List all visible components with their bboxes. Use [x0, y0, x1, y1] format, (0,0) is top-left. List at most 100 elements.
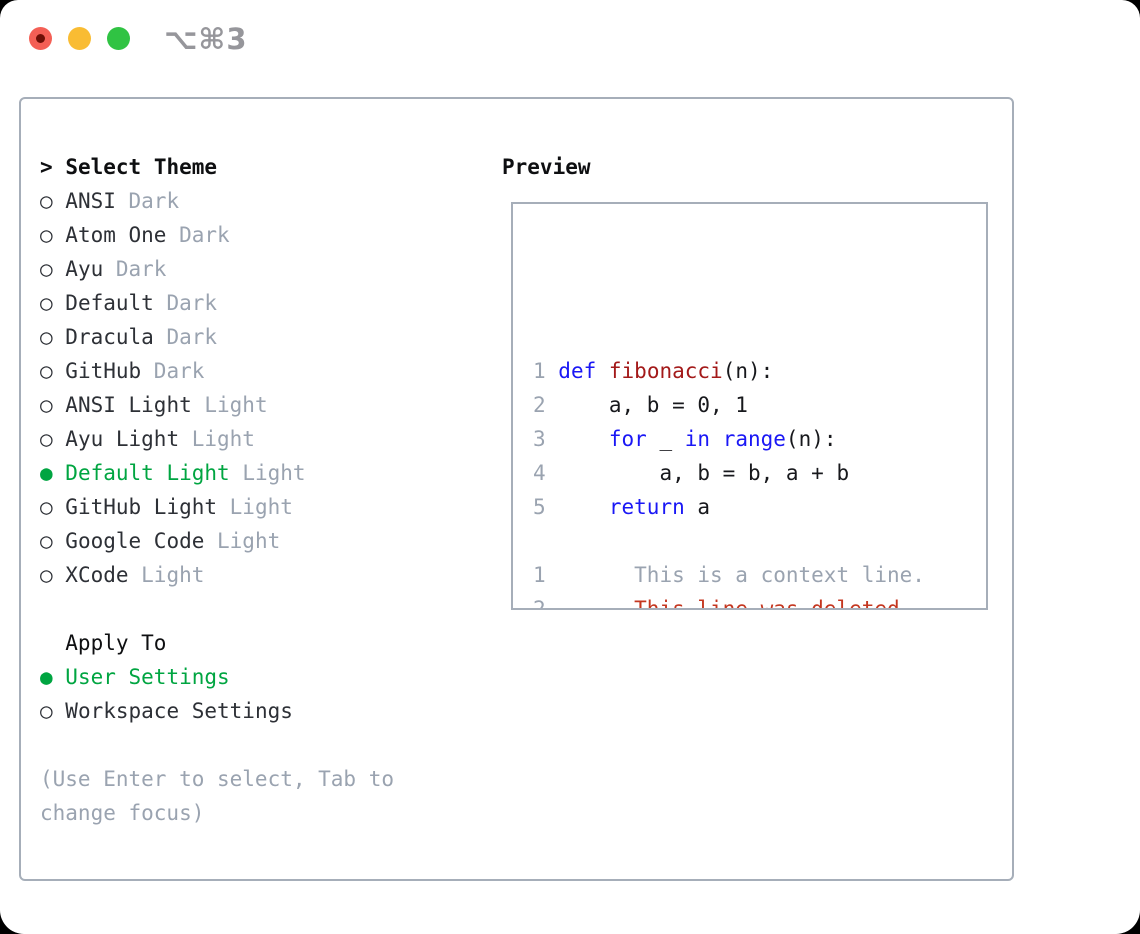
item-label: Atom One — [65, 223, 167, 247]
radio-icon: ○ — [40, 495, 66, 519]
item-variant-label: Dark — [115, 189, 180, 213]
item-label: User Settings — [65, 665, 230, 689]
line-number: 1 — [533, 359, 559, 383]
item-label: GitHub Light — [65, 495, 218, 519]
item-label: Workspace Settings — [65, 699, 293, 723]
code-token: a — [684, 495, 711, 519]
code-token — [558, 495, 609, 519]
theme-item[interactable]: ○ Dracula Dark — [40, 320, 306, 354]
theme-item[interactable]: ○ ANSI Dark — [40, 184, 306, 218]
code-token: (n): — [785, 427, 837, 451]
line-number — [533, 529, 558, 553]
close-button[interactable] — [29, 27, 52, 50]
code-line: 5 return a — [533, 490, 986, 524]
code-token: in — [684, 427, 711, 451]
code-line: 4 a, b = b, a + b — [533, 456, 986, 490]
code-token: _ — [646, 427, 685, 451]
line-number: 2 — [533, 597, 559, 610]
radio-icon: ○ — [40, 393, 66, 417]
item-label: GitHub — [65, 359, 142, 383]
code-line — [533, 524, 986, 558]
keyboard-hint: (Use Enter to select, Tab to change focu… — [40, 767, 395, 825]
item-variant-label: Dark — [103, 257, 167, 281]
item-variant-label: Light — [179, 427, 255, 451]
code-line: 1 def fibonacci(n): — [533, 354, 986, 388]
theme-item[interactable]: ○ Google Code Light — [40, 524, 306, 558]
item-variant-label: Light — [217, 495, 293, 519]
code-token: - This line was deleted. — [558, 597, 913, 610]
code-token: def — [558, 359, 597, 383]
theme-item[interactable]: ● Default Light Light — [40, 456, 306, 490]
code-token: fibonacci — [608, 359, 723, 383]
line-number: 2 — [533, 393, 559, 417]
apply-to-option[interactable]: ● User Settings — [40, 660, 293, 694]
zoom-button[interactable] — [107, 27, 130, 50]
theme-list: > Select Theme ○ ANSI Dark○ Atom One Dar… — [40, 150, 306, 592]
radio-icon: ○ — [40, 325, 66, 349]
item-label: Default — [65, 291, 154, 315]
code-token: for — [608, 427, 647, 451]
radio-icon: ○ — [40, 223, 66, 247]
item-variant-label: Light — [229, 461, 306, 485]
theme-item[interactable]: ○ Ayu Dark — [40, 252, 306, 286]
item-variant-label: Light — [204, 529, 281, 553]
radio-icon: ○ — [40, 359, 66, 383]
code-token: (n): — [722, 359, 774, 383]
code-token — [596, 359, 609, 383]
item-variant-label: Dark — [153, 325, 218, 349]
theme-item[interactable]: ○ Ayu Light Light — [40, 422, 306, 456]
radio-icon: ○ — [40, 529, 66, 553]
item-variant-label: Dark — [141, 359, 205, 383]
code-token: a, b = 0, 1 — [558, 393, 748, 417]
window-title: ⌥⌘3 — [164, 22, 248, 56]
code-token: This is a context line. — [558, 563, 925, 587]
theme-item[interactable]: ○ Atom One Dark — [40, 218, 306, 252]
apply-to-title: Apply To — [65, 631, 167, 655]
item-label: Dracula — [65, 325, 154, 349]
code-line: 2 a, b = 0, 1 — [533, 388, 986, 422]
line-number: 4 — [533, 461, 559, 485]
code-line: 1 This is a context line. — [533, 558, 986, 592]
apply-to-section: Apply To ● User Settings○ Workspace Sett… — [40, 626, 293, 728]
radio-icon: ● — [40, 461, 66, 485]
line-number: 5 — [533, 495, 559, 519]
theme-item[interactable]: ○ XCode Light — [40, 558, 306, 592]
code-token: range — [722, 427, 786, 451]
item-label: Default Light — [65, 461, 230, 485]
item-label: ANSI — [65, 189, 116, 213]
code-line: 3 for _ in range(n): — [533, 422, 986, 456]
code-token: a, b = b, a + b — [558, 461, 850, 485]
item-variant-label: Dark — [153, 291, 218, 315]
item-variant-label: Light — [128, 563, 205, 587]
code-token: return — [608, 495, 685, 519]
theme-item[interactable]: ○ Default Dark — [40, 286, 306, 320]
item-label: Google Code — [65, 529, 205, 553]
radio-icon: ○ — [40, 291, 66, 315]
theme-item[interactable]: ○ ANSI Light Light — [40, 388, 306, 422]
item-variant-label: Dark — [166, 223, 230, 247]
item-label: Ayu Light — [65, 427, 180, 451]
radio-icon: ○ — [40, 699, 66, 723]
theme-item[interactable]: ○ GitHub Light Light — [40, 490, 306, 524]
code-token — [558, 427, 609, 451]
radio-icon: ○ — [40, 563, 66, 587]
apply-to-option[interactable]: ○ Workspace Settings — [40, 694, 293, 728]
radio-icon: ○ — [40, 427, 66, 451]
item-label: Ayu — [65, 257, 104, 281]
theme-list-title: Select Theme — [65, 155, 218, 179]
code-line: 2 - This line was deleted. — [533, 592, 986, 610]
radio-icon: ○ — [40, 189, 66, 213]
code-token — [710, 427, 723, 451]
preview-title: Preview — [502, 155, 591, 179]
title-bar: ⌥⌘3 — [0, 0, 1140, 76]
theme-item[interactable]: ○ GitHub Dark — [40, 354, 306, 388]
item-label: ANSI Light — [65, 393, 192, 417]
line-number: 3 — [533, 427, 559, 451]
minimize-button[interactable] — [68, 27, 91, 50]
theme-list-header: > Select Theme — [40, 150, 306, 184]
prompt-icon: > — [40, 155, 53, 179]
radio-icon: ● — [40, 665, 66, 689]
